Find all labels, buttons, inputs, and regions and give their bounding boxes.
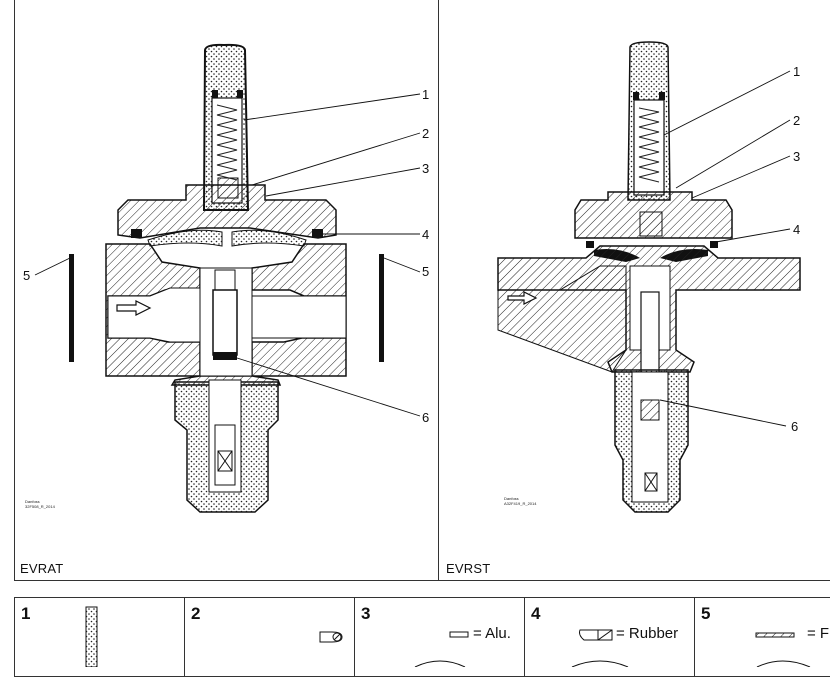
callout-4: 4: [793, 222, 801, 237]
callout-6: 6: [422, 410, 430, 425]
callout-3: 3: [793, 149, 801, 164]
fibre-swatch-icon: [755, 632, 795, 638]
callout-6: 6: [791, 419, 799, 434]
x-box-icon: [217, 450, 233, 472]
arrow-right-icon-r: [507, 291, 538, 305]
callout-1: 1: [793, 64, 801, 79]
callout-2: 2: [793, 113, 801, 128]
legend-number: 4: [531, 604, 541, 623]
legend-material: = Fi: [807, 625, 830, 642]
x-box-icon-r: [644, 472, 658, 492]
legend-cell-1: 1: [14, 597, 185, 677]
panel-evrst: EVRST Danfoss A32F419_R_2014: [438, 0, 830, 581]
drawing-stamp: Danfoss A32F419_R_2014: [504, 496, 537, 506]
figure-label: EVRST: [446, 561, 491, 576]
callout-2: 2: [422, 126, 430, 141]
legend-material: = Rubber: [616, 625, 679, 642]
gasket-right: [379, 254, 384, 362]
figure-label: EVRAT: [20, 561, 64, 576]
legend-number: 2: [191, 604, 201, 623]
legend-cell-3: 3 = Alu.: [354, 597, 525, 677]
callout-1: 1: [422, 87, 430, 102]
evrst-valve: [497, 41, 801, 513]
evrat-valve: [34, 43, 421, 513]
legend-cell-2: 2: [184, 597, 355, 677]
legend-table: 1 2 3 = Alu. 4 = Rubber 5 = Fi: [14, 597, 830, 677]
callout-5: 5: [422, 264, 430, 279]
callout-3: 3: [422, 161, 430, 176]
callout-5: 5: [23, 268, 31, 283]
legend-number: 3: [361, 604, 371, 623]
drawing-stamp: Danfoss 32F508_R_2014: [25, 499, 55, 509]
callout-4: 4: [422, 227, 430, 242]
arrow-right-icon: [116, 300, 152, 316]
rubber-swatch-icon: [579, 629, 599, 641]
legend-number: 1: [21, 604, 31, 623]
gasket-left: [69, 254, 74, 362]
panel-evrat: EVRAT Danfoss 32F508_R_2014: [14, 0, 439, 581]
legend-icons: [85, 606, 811, 667]
legend-cell-5: 5 = Fi: [694, 597, 830, 677]
alu-swatch-icon: [449, 631, 469, 638]
legend-cell-4: 4 = Rubber: [524, 597, 695, 677]
legend-number: 5: [701, 604, 711, 623]
legend-material: = Alu.: [473, 625, 511, 642]
top-cover: [117, 184, 337, 239]
